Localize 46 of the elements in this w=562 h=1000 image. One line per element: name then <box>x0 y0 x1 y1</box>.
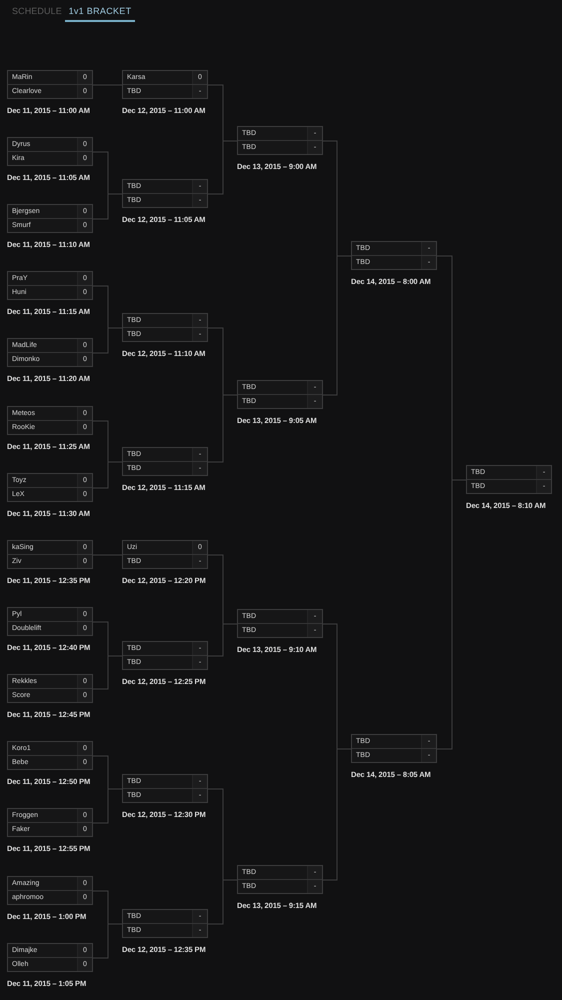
bracket-connector <box>92 924 122 958</box>
bracket-connector <box>92 554 122 556</box>
tab-label: SCHEDULE <box>12 5 63 18</box>
bracket-connector <box>92 194 122 220</box>
bracket-connector <box>92 462 122 488</box>
match-card <box>7 540 93 569</box>
bracket-connector <box>322 256 352 396</box>
match-card <box>237 865 323 894</box>
bracket-connector <box>92 656 122 690</box>
match-card <box>7 876 93 905</box>
active-tab: 1v1 BRACKET <box>65 4 135 22</box>
bracket-connector <box>322 748 352 880</box>
bracket-connector <box>208 624 238 656</box>
match-card <box>466 465 552 494</box>
match-card <box>7 70 93 99</box>
match-card <box>7 674 93 703</box>
match-card <box>237 609 323 638</box>
match-card <box>351 734 437 763</box>
bracket-connector <box>92 328 122 354</box>
match-card <box>7 406 93 435</box>
match-card <box>122 313 208 342</box>
bracket-connector <box>208 880 238 924</box>
match-card <box>237 126 323 155</box>
match-card <box>122 641 208 670</box>
match-card <box>7 943 93 972</box>
match-card <box>7 137 93 166</box>
bracket-connector <box>436 480 466 750</box>
match-card <box>7 271 93 300</box>
bracket-connector <box>208 394 238 462</box>
match-card <box>7 204 93 233</box>
match-card <box>122 179 208 208</box>
bracket-connector <box>92 84 122 86</box>
bracket-connector <box>208 140 238 194</box>
match-card <box>122 540 208 569</box>
bracket-connector <box>92 788 122 824</box>
match-card <box>122 774 208 803</box>
match-card <box>122 70 208 99</box>
match-card <box>122 909 208 938</box>
match-card <box>7 808 93 837</box>
match-card <box>7 473 93 502</box>
match-card <box>7 741 93 770</box>
match-card <box>7 607 93 636</box>
match-card <box>351 241 437 270</box>
match-card <box>122 447 208 476</box>
match-card <box>7 338 93 367</box>
match-card <box>237 380 323 409</box>
